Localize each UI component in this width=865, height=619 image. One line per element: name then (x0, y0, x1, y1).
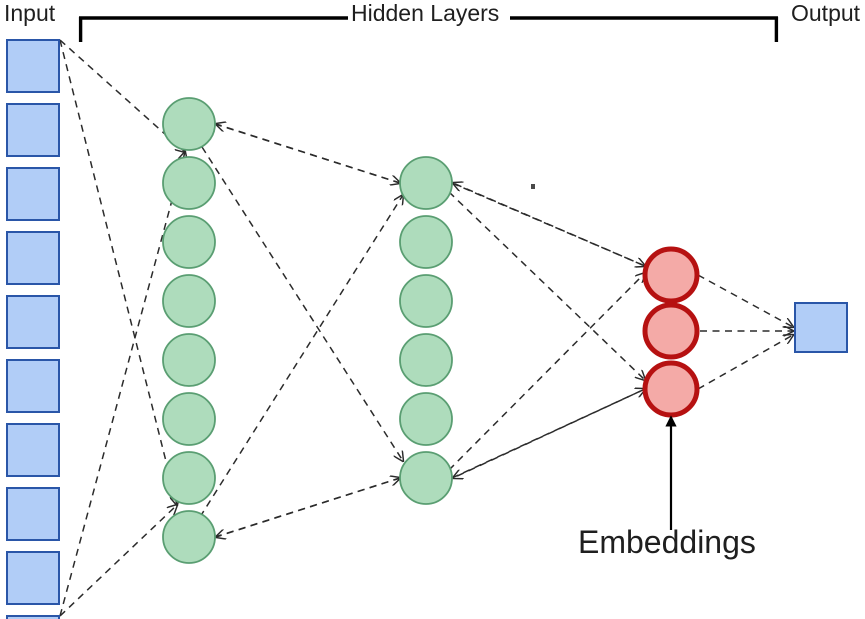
input-node (6, 551, 60, 605)
hidden-layers-bracket (78, 16, 779, 42)
hidden-layer-1 (162, 97, 216, 564)
embedding-node (642, 246, 700, 304)
edge-h2-top-to-emb-bottom (448, 191, 645, 380)
hidden2-node (399, 451, 453, 505)
hidden2-node (399, 274, 453, 328)
edge-emb-top-to-output (697, 274, 793, 327)
embedding-layer (642, 246, 700, 418)
hidden1-node (162, 510, 216, 564)
hidden1-node (162, 215, 216, 269)
output-label: Output (791, 0, 861, 26)
edge-head-emb-bottom-to-h2-bottom (453, 388, 646, 478)
input-node (6, 39, 60, 93)
input-node (6, 359, 60, 413)
hidden1-node (162, 392, 216, 446)
input-label: Input (4, 0, 56, 26)
output-node (794, 302, 848, 353)
input-node (6, 295, 60, 349)
edge-input-bottom-to-h1-bottom (59, 505, 177, 617)
hidden2-node (399, 156, 453, 210)
input-node (6, 423, 60, 477)
connections-hidden2-to-hidden1-heads (216, 124, 401, 537)
hidden1-node (162, 274, 216, 328)
embedding-node (642, 302, 700, 360)
hidden2-node (399, 215, 453, 269)
edge-h1-top-to-h2-bottom (201, 146, 403, 461)
input-node (6, 615, 60, 619)
input-layer (6, 39, 60, 619)
input-node (6, 103, 60, 157)
hidden-layer-2 (399, 156, 453, 505)
input-node (6, 167, 60, 221)
connections-embeddings-to-hidden2-heads (453, 183, 646, 478)
hidden1-node (162, 451, 216, 505)
input-node (6, 487, 60, 541)
edge-head-emb-top-to-h2-top (453, 183, 646, 267)
input-node (6, 231, 60, 285)
edge-h1-bottom-to-h2-top (199, 195, 403, 518)
stray-mark (531, 184, 535, 189)
edge-input-top-to-h1-bottom (59, 39, 177, 505)
hidden-layers-label: Hidden Layers (351, 0, 500, 26)
edge-head-h2-top-to-h1-top (216, 124, 401, 184)
hidden2-node (399, 333, 453, 387)
edge-h2-bottom-to-emb-top (448, 273, 645, 471)
output-layer (794, 302, 848, 353)
hidden1-node (162, 156, 216, 210)
connections-hidden1-to-hidden2 (199, 123, 403, 538)
embeddings-label: Embeddings (578, 524, 756, 560)
edge-emb-bottom-to-output (697, 335, 793, 390)
embedding-node (642, 360, 700, 418)
connections-hidden2-to-embeddings (448, 182, 645, 479)
edge-input-top-to-h1-top (59, 152, 185, 617)
hidden2-node (399, 392, 453, 446)
connections-embeddings-to-output (697, 274, 793, 390)
hidden1-node (162, 333, 216, 387)
edge-head-h2-bottom-to-h1-bottom (216, 477, 401, 537)
hidden1-node (162, 97, 216, 151)
